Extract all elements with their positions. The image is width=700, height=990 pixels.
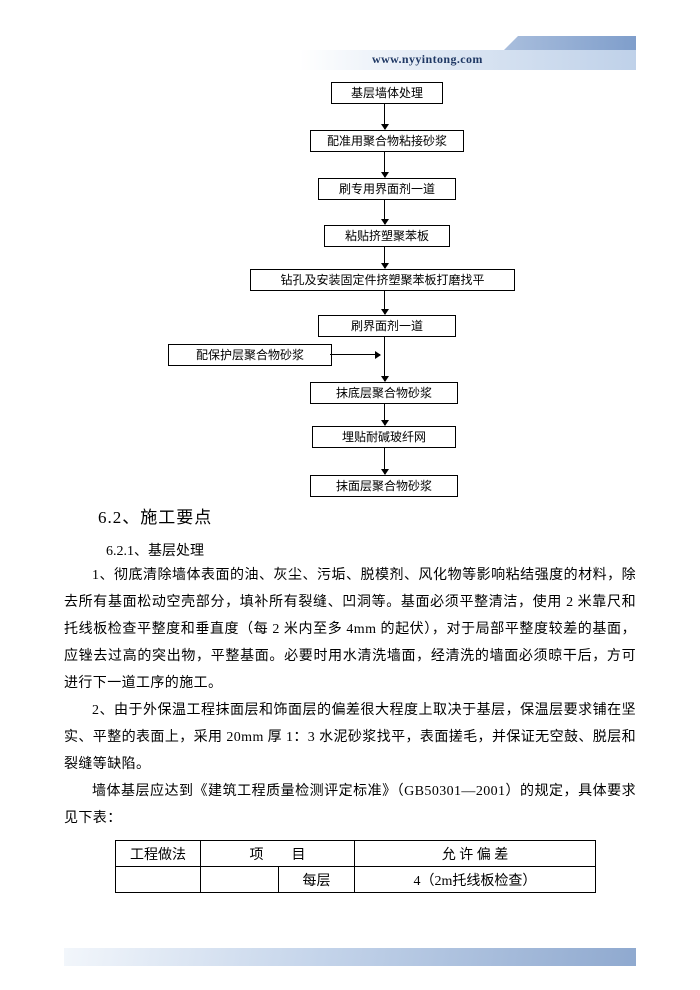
paragraph-3: 墙体基层应达到《建筑工程质量检测评定标准》（GB50301—2001）的规定，具… xyxy=(64,784,636,826)
table-cell xyxy=(200,866,279,893)
table-cell: 每层 xyxy=(278,866,355,893)
flow-arrow-down-icon xyxy=(380,291,389,315)
paragraph-2: 2、由于外保温工程抹面层和饰面层的偏差很大程度上取决于基层，保温层要求铺在坚实、… xyxy=(64,703,636,772)
flow-step-base-wall: 基层墙体处理 xyxy=(331,82,443,104)
table-row: 每层 4（2m托线板检查） xyxy=(115,866,596,893)
table-header-row: 工程做法 项 目 允 许 偏 差 xyxy=(115,840,596,867)
flow-step-interface-agent-2: 刷界面剂一道 xyxy=(318,315,456,337)
flow-step-paste-board: 粘贴挤塑聚苯板 xyxy=(324,225,450,247)
flow-arrow-down-icon xyxy=(380,104,389,130)
flow-step-surface-mortar: 抹面层聚合物砂浆 xyxy=(310,475,458,497)
flow-step-bonding-mortar: 配准用聚合物粘接砂浆 xyxy=(310,130,464,152)
banner-band xyxy=(300,50,636,70)
table-cell xyxy=(115,866,201,893)
section-subheading: 6.2.1、基层处理 xyxy=(106,544,204,559)
table-cell: 4（2m托线板检查） xyxy=(354,866,596,893)
flow-side-step-protective-mortar: 配保护层聚合物砂浆 xyxy=(168,344,332,366)
body-text: 1、彻底清除墙体表面的油、灰尘、污垢、脱模剂、风化物等影响粘结强度的材料，除去所… xyxy=(64,562,636,832)
flow-arrow-right-icon xyxy=(330,350,381,359)
table-header-cell-item: 项 目 xyxy=(200,840,355,867)
paragraph-1: 1、彻底清除墙体表面的油、灰尘、污垢、脱模剂、风化物等影响粘结强度的材料，除去所… xyxy=(64,568,636,691)
flow-step-bottom-mortar: 抹底层聚合物砂浆 xyxy=(310,382,458,404)
flow-arrow-down-icon xyxy=(380,200,389,225)
website-text: www.nyyintong.com xyxy=(372,52,483,66)
spec-table: 工程做法 项 目 允 许 偏 差 每层 4（2m托线板检查） xyxy=(115,840,596,893)
table-header-cell-method: 工程做法 xyxy=(115,840,201,867)
banner-accent-shape xyxy=(504,36,636,50)
section-heading: 6.2、施工要点 xyxy=(98,508,213,527)
flow-step-fiber-mesh: 埋贴耐碱玻纤网 xyxy=(312,426,456,448)
flow-arrow-down-icon xyxy=(380,337,389,382)
flow-step-drill-fix-level: 钻孔及安装固定件挤塑聚苯板打磨找平 xyxy=(250,269,515,291)
footer-banner xyxy=(64,948,636,966)
header-banner: www.nyyintong.com xyxy=(300,36,636,70)
flow-arrow-down-icon xyxy=(380,404,389,426)
table-header-cell-tolerance: 允 许 偏 差 xyxy=(354,840,596,867)
flow-arrow-down-icon xyxy=(380,152,389,178)
flow-arrow-down-icon xyxy=(380,247,389,269)
flow-arrow-down-icon xyxy=(380,448,389,475)
flow-step-interface-agent: 刷专用界面剂一道 xyxy=(318,178,456,200)
